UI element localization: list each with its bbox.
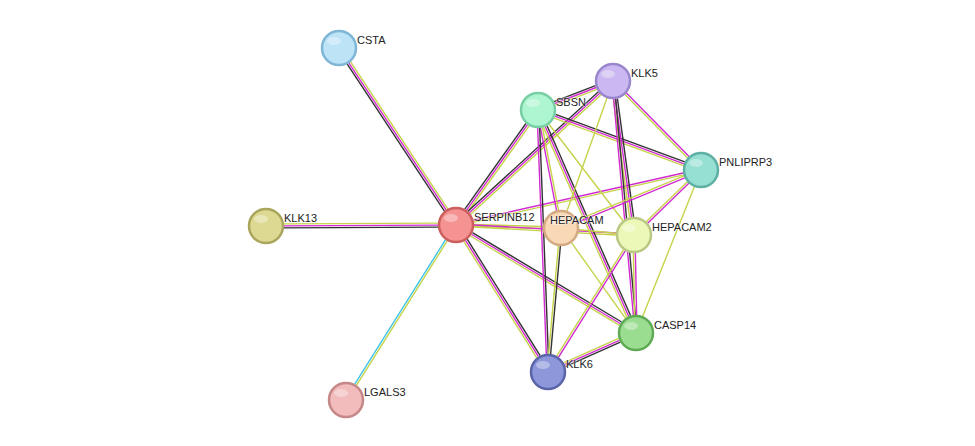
protein-label: KLK13 <box>284 212 317 224</box>
node-circle <box>617 314 655 352</box>
node-circle <box>521 93 555 127</box>
node-circle <box>247 207 285 245</box>
protein-node: HEPACAM2 <box>615 216 653 254</box>
protein-node: LGALS3 <box>327 381 365 419</box>
protein-node: KLK6 <box>529 353 567 391</box>
node-highlight <box>254 215 268 223</box>
node-highlight <box>622 224 636 232</box>
protein-label: HEPACAM2 <box>652 221 712 233</box>
interaction-edge <box>347 62 447 211</box>
protein-label: LGALS3 <box>364 386 406 398</box>
evidence-line <box>616 99 636 315</box>
protein-label: CSTA <box>357 34 386 46</box>
node-circle <box>329 383 363 417</box>
protein-node: CASP14 <box>617 314 655 352</box>
node-circle <box>594 62 632 100</box>
interaction-edge <box>567 98 607 211</box>
evidence-line <box>571 243 625 319</box>
interaction-edge <box>538 128 549 354</box>
evidence-line <box>464 241 537 357</box>
interaction-edge <box>579 230 616 234</box>
evidence-line <box>633 253 634 315</box>
evidence-line <box>626 93 689 156</box>
protein-label: SERPINB12 <box>474 211 535 223</box>
evidence-line <box>551 246 561 354</box>
protein-node: HEPACAM <box>542 209 580 247</box>
evidence-line <box>540 128 549 354</box>
node-circle <box>519 91 557 129</box>
interaction-edge <box>643 187 695 317</box>
evidence-line <box>467 239 540 355</box>
evidence-line <box>355 240 446 385</box>
node-circle <box>439 208 473 242</box>
evidence-line <box>567 98 607 211</box>
evidence-line <box>284 224 438 226</box>
interaction-edge <box>355 240 448 386</box>
node-highlight <box>601 70 615 78</box>
evidence-line <box>351 62 448 209</box>
node-highlight <box>526 99 540 107</box>
node-highlight <box>689 159 703 167</box>
node-circle <box>327 381 365 419</box>
protein-label: SBSN <box>556 96 586 108</box>
interaction-edge <box>633 253 636 315</box>
protein-node: KLK5 <box>594 62 632 100</box>
node-circle <box>320 29 358 67</box>
evidence-line <box>558 251 625 358</box>
evidence-line <box>349 63 446 210</box>
interaction-edge <box>557 250 626 358</box>
node-circle <box>322 31 356 65</box>
node-circle <box>682 151 720 189</box>
evidence-line <box>347 64 444 211</box>
evidence-line <box>635 253 636 315</box>
node-circle <box>531 355 565 389</box>
protein-node: SBSN <box>519 91 557 129</box>
evidence-line <box>643 187 695 317</box>
protein-label: HEPACAM <box>550 214 604 226</box>
evidence-line <box>538 128 547 354</box>
node-circle <box>619 316 653 350</box>
node-circle <box>249 209 283 243</box>
interaction-edge <box>625 93 689 158</box>
node-highlight <box>334 389 348 397</box>
evidence-line <box>614 99 634 315</box>
interaction-edge <box>614 99 636 315</box>
evidence-line <box>625 95 688 158</box>
evidence-line <box>466 240 539 356</box>
node-circle <box>684 153 718 187</box>
evidence-line <box>469 93 599 213</box>
node-highlight <box>444 214 458 222</box>
node-circle <box>617 218 651 252</box>
protein-node: SERPINB12 <box>437 206 475 244</box>
interaction-edge <box>464 239 540 358</box>
protein-label: PNLIPRP3 <box>719 156 772 168</box>
evidence-line <box>284 226 438 228</box>
evidence-line <box>468 92 598 212</box>
evidence-line <box>356 241 447 386</box>
protein-node: PNLIPRP3 <box>682 151 720 189</box>
node-highlight <box>536 361 550 369</box>
evidence-line <box>577 176 684 220</box>
protein-node: CSTA <box>320 29 358 67</box>
node-circle <box>437 206 475 244</box>
protein-node: KLK13 <box>247 207 285 245</box>
protein-label: CASP14 <box>654 319 696 331</box>
node-highlight <box>624 322 638 330</box>
node-circle <box>529 353 567 391</box>
node-circle <box>596 64 630 98</box>
evidence-line <box>579 230 616 234</box>
protein-label: KLK6 <box>566 358 593 370</box>
node-highlight <box>327 37 341 45</box>
interaction-edge <box>549 246 561 354</box>
evidence-line <box>549 246 559 354</box>
interaction-edge <box>571 243 625 319</box>
node-circle <box>615 216 653 254</box>
protein-label: KLK5 <box>631 67 658 79</box>
evidence-line <box>646 182 687 222</box>
